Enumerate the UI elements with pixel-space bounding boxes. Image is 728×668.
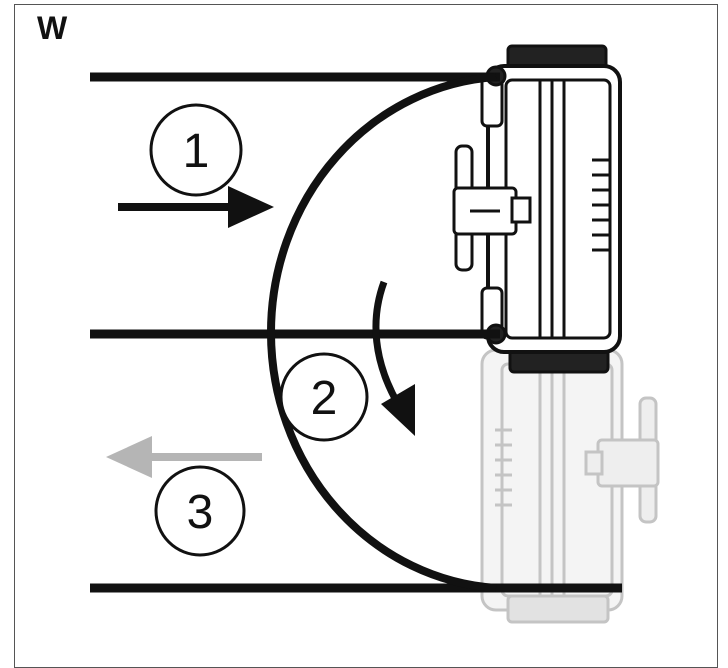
turn-path [266,73,497,592]
step-2-number: 2 [311,372,338,425]
step-1-marker: 1 [149,103,243,197]
ghost-robot [480,348,660,624]
step-2-marker: 2 [279,352,369,442]
turn-arrow [372,280,415,436]
step-3-number: 3 [187,486,214,539]
forward-arrow [118,186,274,228]
step-1-number: 1 [183,125,210,178]
lane-lines [90,72,622,593]
step-3-marker: 3 [154,465,246,557]
return-arrow [106,436,262,478]
robot [452,44,622,374]
panel-label: W [37,10,68,46]
